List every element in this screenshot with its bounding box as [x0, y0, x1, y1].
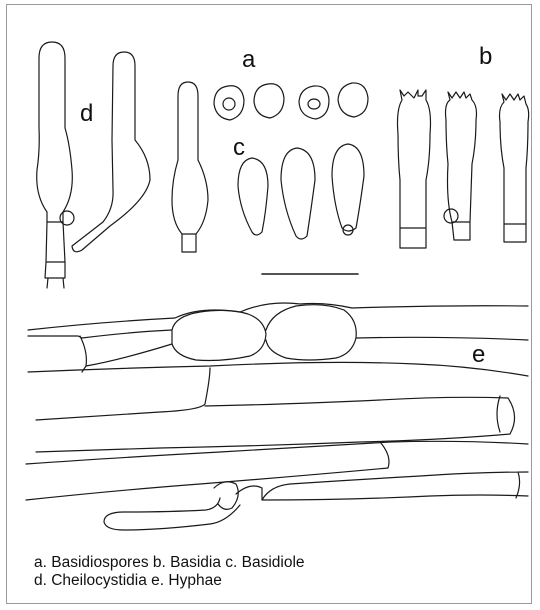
hypha-5-loop — [104, 498, 240, 530]
basidiole-1 — [238, 158, 268, 235]
panel-letter-e: e — [472, 341, 485, 368]
hypha-5-clamp — [214, 482, 238, 510]
cheilocystidia-group: d — [37, 42, 150, 288]
basidiole-elongate — [172, 82, 208, 252]
cheilocystidium-2 — [72, 52, 150, 252]
basidia-group: b — [398, 43, 529, 248]
basidiospore-3 — [299, 86, 329, 119]
basidiospore-3-oil-drop — [308, 99, 320, 109]
inflated-cell-2 — [266, 305, 356, 360]
hypha-1-lower-wall — [28, 330, 172, 338]
hypha-3 — [36, 368, 515, 452]
basidium-2 — [446, 92, 477, 240]
figure-caption-line-2: d. Cheilocystidia e. Hyphae — [34, 572, 222, 590]
basidiospore-4 — [338, 83, 368, 117]
hypha-2-septum — [80, 336, 86, 372]
panel-letter-d: d — [80, 100, 93, 127]
basidiospore-1-oil-drop — [223, 98, 235, 110]
hypha-3-septum — [497, 396, 500, 432]
panel-letter-a: a — [242, 46, 256, 73]
figure-caption-line-1: a. Basidiospores b. Basidia c. Basidiole — [34, 554, 305, 572]
cheilocystidium-1-clamp — [60, 211, 74, 225]
basidioles-group: c — [233, 134, 364, 239]
panel-letter-b: b — [479, 43, 492, 70]
basidiospore-2 — [254, 84, 284, 118]
cheilocystidium-1-stalk — [45, 222, 65, 288]
inflated-cell-1 — [172, 310, 266, 360]
basidiospores-group: a — [214, 46, 368, 120]
hyphae-group: e — [26, 303, 528, 530]
hypha-2 — [28, 337, 528, 376]
hypha-5 — [236, 472, 528, 500]
basidium-1 — [398, 90, 431, 248]
hypha-1-upper-wall — [28, 303, 528, 330]
panel-letter-c: c — [233, 134, 245, 161]
cheilocystidium-1 — [37, 42, 73, 222]
basidium-3 — [500, 94, 529, 242]
basidiole-3 — [332, 144, 364, 231]
basidiole-2 — [281, 148, 315, 239]
basidiospore-1 — [214, 86, 244, 120]
